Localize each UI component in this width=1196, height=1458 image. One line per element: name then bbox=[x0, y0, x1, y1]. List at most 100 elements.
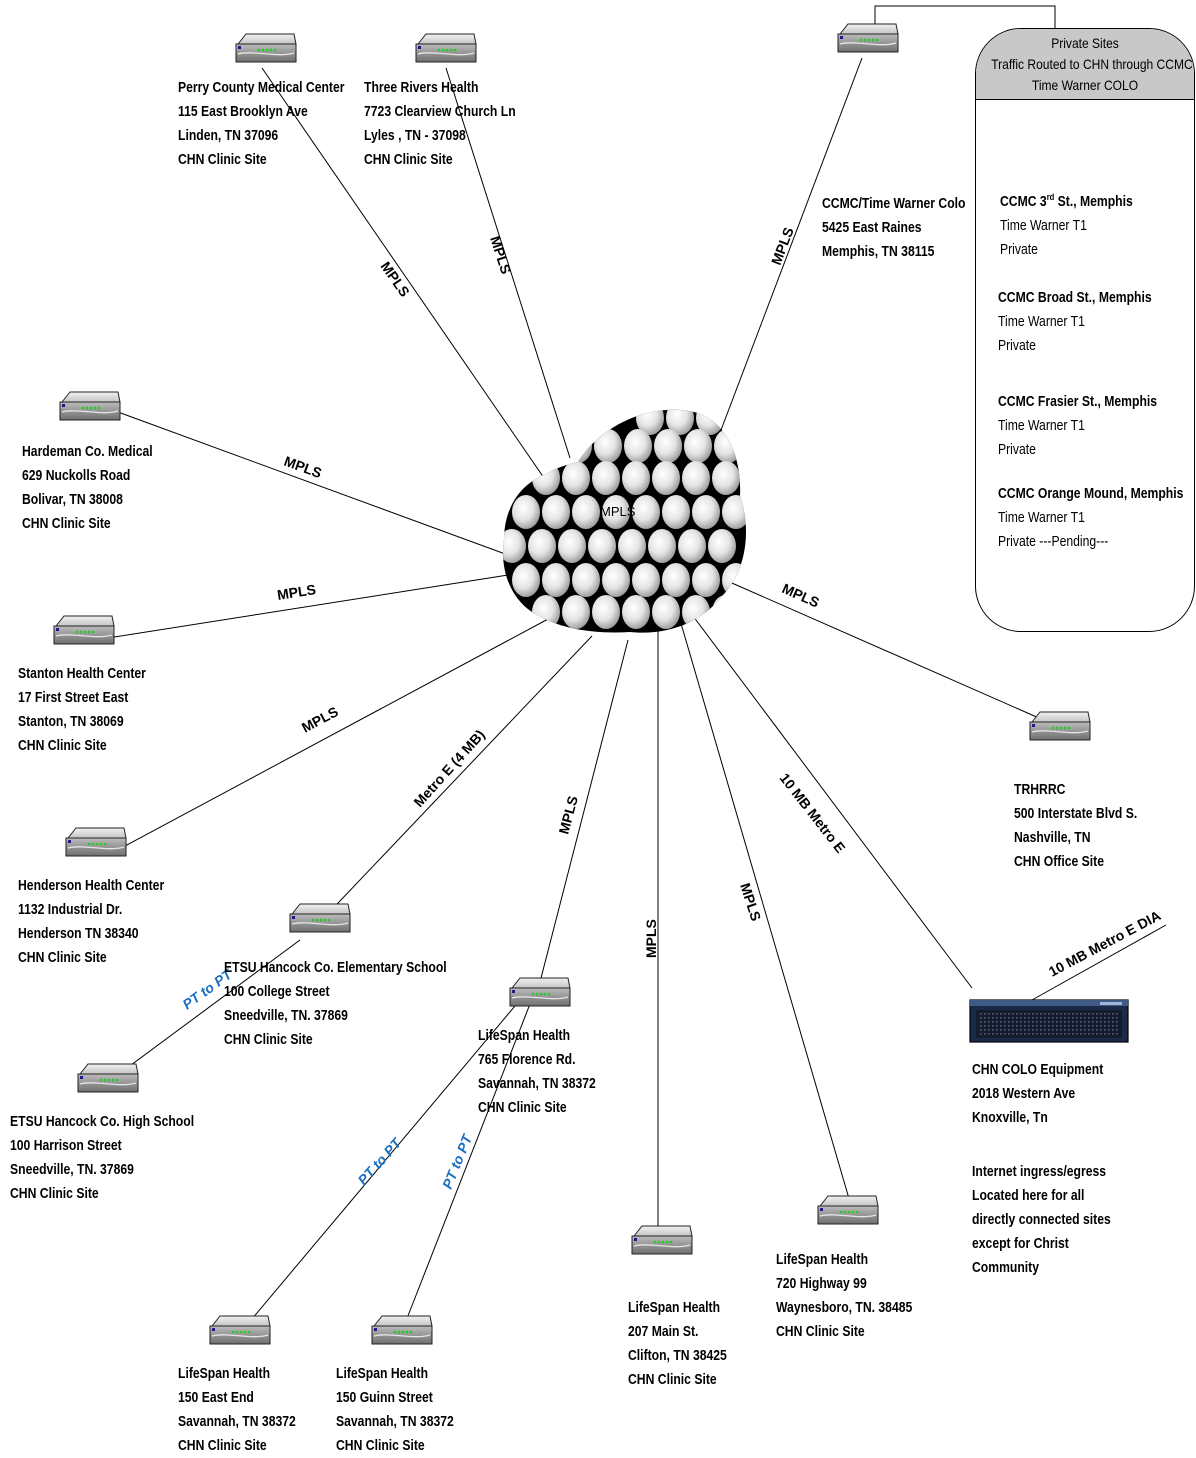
router-icon bbox=[235, 33, 297, 63]
private-site-broad-st: CCMC Broad St., Memphis Time Warner T1 P… bbox=[998, 290, 1152, 354]
private-header-line3: Time Warner COLO bbox=[1031, 77, 1139, 93]
router-icon bbox=[289, 903, 351, 933]
mpls-cloud-icon bbox=[503, 409, 746, 633]
router-icon bbox=[631, 1225, 693, 1255]
cloud-bubble bbox=[648, 529, 676, 563]
cloud-bubble bbox=[618, 529, 646, 563]
link-stanton bbox=[107, 574, 509, 639]
cloud-bubble bbox=[662, 495, 690, 529]
cloud-bubble bbox=[684, 429, 712, 463]
link-label-three-rivers: MPLS bbox=[487, 234, 514, 276]
cloud-bubble bbox=[592, 595, 620, 629]
link-etsu-elem bbox=[319, 635, 593, 923]
link-lifespan-765 bbox=[539, 639, 629, 983]
cloud-bubble bbox=[682, 595, 710, 629]
link-lifespan-east-pt bbox=[245, 999, 521, 1327]
router-icon bbox=[53, 615, 115, 645]
private-site-frasier-st: CCMC Frasier St., Memphis Time Warner T1… bbox=[998, 394, 1158, 458]
link-label-lifespan-east-pt: PT to PT bbox=[354, 1134, 405, 1188]
cloud-bubble bbox=[512, 563, 540, 597]
private-header-title: Private Sites bbox=[1051, 35, 1119, 51]
cloud-bubble bbox=[503, 529, 526, 563]
cloud-bubble bbox=[632, 563, 660, 597]
cloud-bubble bbox=[532, 595, 560, 629]
cloud-bubble bbox=[682, 461, 710, 495]
link-hardeman bbox=[117, 411, 509, 556]
router-icon bbox=[837, 23, 899, 53]
router-icon bbox=[1029, 711, 1091, 741]
cloud-bubble bbox=[622, 595, 650, 629]
cloud-bubble bbox=[602, 563, 630, 597]
cloud-bubble bbox=[542, 495, 570, 529]
link-perry bbox=[261, 67, 545, 479]
cloud-bubble bbox=[666, 409, 694, 435]
cloud-bubble bbox=[712, 595, 740, 629]
link-lifespan-waynesboro bbox=[679, 619, 851, 1203]
router-icon bbox=[509, 977, 571, 1007]
link-label-trhrrc: MPLS bbox=[780, 580, 822, 610]
link-label-lifespan-765: MPLS bbox=[555, 794, 581, 836]
cloud-bubble bbox=[592, 461, 620, 495]
cloud-label: MPLS bbox=[600, 504, 636, 519]
link-label-ccmc: MPLS bbox=[768, 225, 797, 267]
router-icon bbox=[77, 1063, 139, 1093]
cloud-bubble bbox=[692, 495, 720, 529]
cloud-bubble bbox=[512, 495, 540, 529]
cloud-bubble bbox=[712, 461, 740, 495]
cloud-bubble bbox=[562, 461, 590, 495]
cloud-bubble bbox=[528, 529, 556, 563]
cloud-bubble bbox=[714, 429, 742, 463]
cloud-bubble bbox=[708, 529, 736, 563]
router-icon bbox=[209, 1315, 271, 1345]
link-label-stanton: MPLS bbox=[276, 581, 317, 603]
cloud-bubble bbox=[558, 529, 586, 563]
cloud-bubble bbox=[636, 409, 664, 435]
link-label-colo: 10 MB Metro E bbox=[777, 770, 849, 856]
link-label-lifespan-waynesboro: MPLS bbox=[737, 881, 764, 923]
cloud-bubble bbox=[624, 429, 652, 463]
cloud-bubble bbox=[678, 529, 706, 563]
private-site-orange-mound: CCMC Orange Mound, Memphis Time Warner T… bbox=[998, 486, 1184, 550]
link-label-lifespan-guinn-pt: PT to PT bbox=[439, 1131, 476, 1191]
private-sites-header: Private Sites Traffic Routed to CHN thro… bbox=[976, 29, 1194, 100]
private-site-3rd-st: CCMC 3rd St., Memphis Time Warner T1 Pri… bbox=[1000, 192, 1133, 258]
rack-server-icon bbox=[969, 999, 1129, 1043]
link-label-hardeman: MPLS bbox=[282, 453, 324, 481]
private-header-line2: Traffic Routed to CHN through CCMC bbox=[991, 56, 1193, 72]
cloud-bubble bbox=[602, 495, 630, 529]
link-colo bbox=[689, 611, 973, 989]
router-icon bbox=[65, 827, 127, 857]
link-etsu-pt bbox=[107, 939, 301, 1083]
cloud-bubble bbox=[632, 495, 660, 529]
cloud-bubble bbox=[572, 563, 600, 597]
link-label-dia: 10 MB Metro E DIA bbox=[1046, 907, 1163, 980]
cloud-bubble bbox=[652, 595, 680, 629]
cloud-bubble bbox=[572, 495, 600, 529]
cloud-bubble bbox=[652, 461, 680, 495]
link-trhrrc bbox=[724, 579, 1049, 723]
link-dia bbox=[1031, 924, 1167, 1001]
private-sites-panel: Private Sites Traffic Routed to CHN thro… bbox=[975, 28, 1195, 632]
router-icon bbox=[415, 33, 477, 63]
cloud-bubble bbox=[542, 563, 570, 597]
cloud-bubble bbox=[662, 563, 690, 597]
link-label-lifespan-clifton: MPLS bbox=[643, 919, 659, 958]
cloud-bubble bbox=[622, 461, 650, 495]
router-icon bbox=[371, 1315, 433, 1345]
link-label-henderson: MPLS bbox=[299, 703, 341, 735]
link-ccmc bbox=[717, 57, 863, 439]
